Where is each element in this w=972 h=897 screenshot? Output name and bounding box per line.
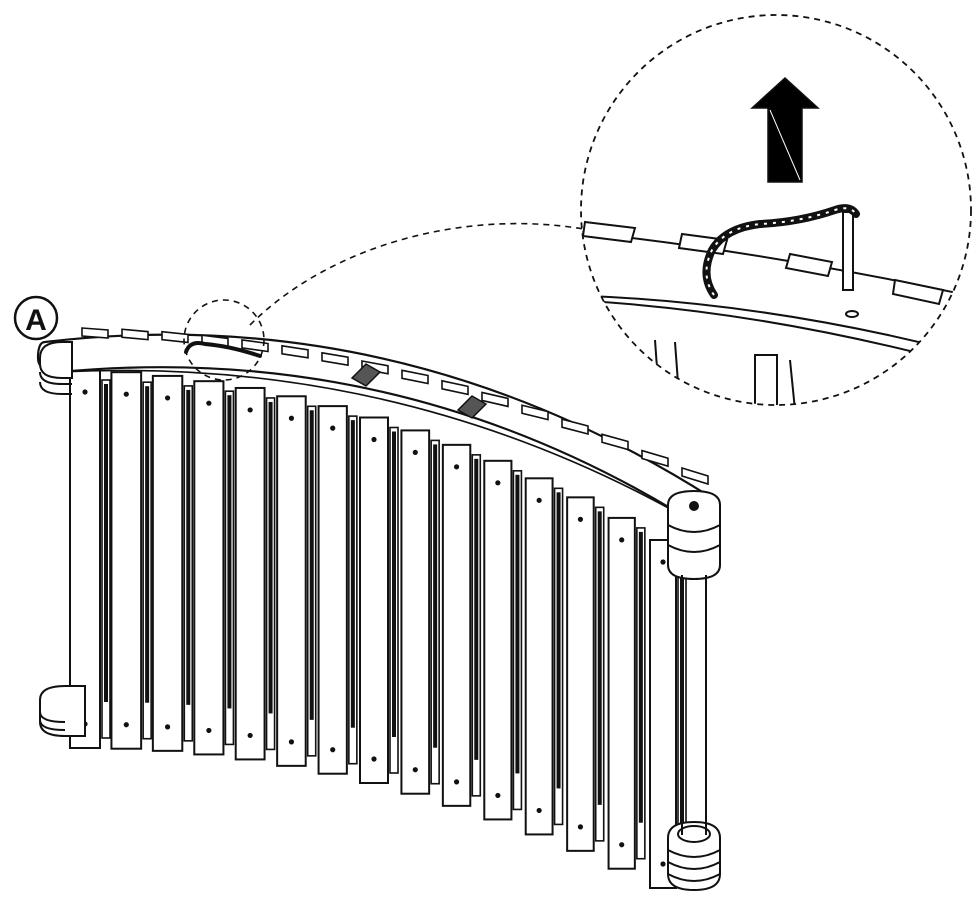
slat (151, 374, 194, 752)
end-cap-left-top (39, 341, 73, 395)
slat (566, 496, 605, 852)
callout-badge: A (13, 295, 59, 341)
slat (400, 429, 440, 795)
slat (483, 459, 523, 821)
end-cap-right-bottom (667, 820, 721, 892)
rail-stud (401, 369, 429, 385)
rail-stud (161, 330, 189, 344)
rail-stud (241, 338, 269, 353)
rail-stud (81, 327, 109, 339)
zoom-detail (580, 14, 972, 406)
slat (234, 386, 276, 761)
slat (110, 371, 152, 750)
rail-clip-2 (456, 395, 488, 419)
rail-stud (521, 404, 549, 421)
rail-stud (561, 418, 589, 436)
end-post-right (667, 489, 721, 835)
rail-stud (601, 433, 629, 451)
rail-stud (681, 466, 709, 486)
rail-stud (361, 360, 389, 375)
slat (193, 380, 235, 756)
rail-stud (441, 379, 469, 396)
arrow-up-icon (750, 76, 820, 183)
callout-label: A (25, 304, 47, 337)
slat (524, 477, 564, 836)
slat (317, 405, 358, 775)
zoom-wire (702, 204, 860, 299)
slat (607, 516, 646, 870)
detail-leader-lines (249, 222, 601, 326)
end-cap-left-bottom (39, 685, 86, 737)
slat (359, 416, 399, 784)
rail-stud (281, 344, 309, 359)
rail-stud (121, 328, 149, 341)
rail-clip-1 (350, 363, 382, 387)
rail-stud (321, 351, 349, 367)
detail-marker-circle (183, 299, 265, 381)
rail-stud (481, 391, 509, 408)
slat-group (69, 369, 687, 889)
slat (441, 443, 482, 807)
slat (276, 395, 317, 767)
rail-stud (641, 449, 669, 468)
wire-clip-icon (184, 341, 262, 358)
